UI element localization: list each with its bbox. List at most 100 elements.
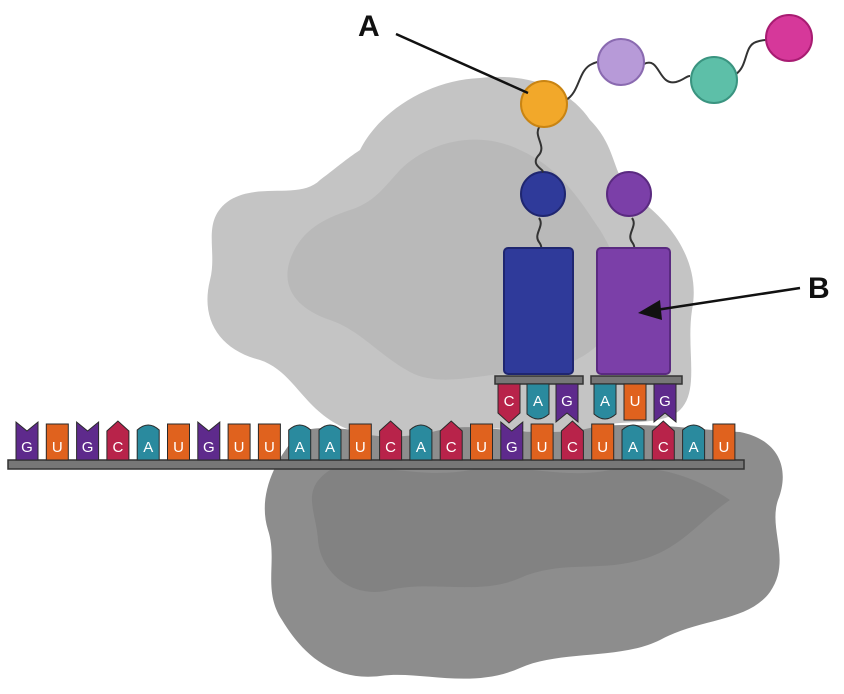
mrna-nucleotide-letter: G <box>506 439 518 456</box>
mrna-nucleotide-letter: A <box>628 439 638 456</box>
anticodon-nucleotide-letter: C <box>504 393 515 410</box>
mrna-nucleotide: U <box>348 423 372 461</box>
mrna-nucleotide-shape <box>76 420 100 461</box>
trna-right-anticodon-bar <box>590 375 683 385</box>
mrna-nucleotide: C <box>651 420 675 461</box>
amino-acid-left <box>520 171 566 217</box>
mrna-nucleotide: U <box>257 423 281 461</box>
mrna-nucleotide: G <box>500 420 524 461</box>
amino-acid-orange <box>520 80 568 128</box>
mrna-nucleotide-letter: C <box>446 439 457 456</box>
label-b-pointer <box>655 286 801 312</box>
amino-acid-teal <box>690 56 738 104</box>
mrna-nucleotide-shape <box>621 424 645 461</box>
anticodon-nucleotide-shape <box>623 383 647 421</box>
mrna-nucleotide-letter: U <box>718 439 729 456</box>
label-a-pointer <box>395 32 529 95</box>
mrna-nucleotide-shape <box>15 420 39 461</box>
mrna-nucleotide-shape <box>439 420 463 461</box>
mrna-backbone <box>7 459 745 470</box>
mrna-nucleotide-letter: A <box>416 439 426 456</box>
anticodon-nucleotide-shape <box>593 383 617 420</box>
peptide-linker-lavender-to-teal <box>643 61 691 84</box>
mrna-nucleotide-letter: U <box>52 439 63 456</box>
mrna-nucleotide-letter: C <box>658 439 669 456</box>
mrna-nucleotide-shape <box>560 420 584 461</box>
mrna-nucleotide-shape <box>470 423 493 461</box>
mrna-nucleotide-shape <box>500 420 524 461</box>
mrna-nucleotide: A <box>682 424 706 461</box>
mrna-nucleotide: C <box>560 420 584 461</box>
anticodon-nucleotide-letter: G <box>561 393 573 410</box>
mrna-nucleotide-shape <box>197 420 221 461</box>
mrna-nucleotide-letter: G <box>203 439 215 456</box>
anticodon-nucleotide: C <box>497 383 521 424</box>
mrna-nucleotide-letter: U <box>476 439 487 456</box>
mrna-nucleotide: U <box>530 423 554 461</box>
mrna-nucleotide: U <box>591 423 615 461</box>
mrna-nucleotide-shape <box>712 423 736 461</box>
trna-left-anticodon-bar <box>494 375 584 385</box>
mrna-nucleotide: A <box>409 424 433 461</box>
mrna-nucleotide: A <box>318 424 342 461</box>
mrna-nucleotide-letter: C <box>112 439 123 456</box>
mrna-nucleotide-shape <box>227 423 251 461</box>
label-b-arrowhead <box>638 300 662 320</box>
label-b: B <box>808 272 830 305</box>
anticodon-nucleotide: U <box>623 383 647 421</box>
label-a: A <box>358 10 380 43</box>
mrna-nucleotide-shape <box>379 420 403 461</box>
mrna-nucleotide: C <box>106 420 130 461</box>
peptide-linker-teal-to-magenta <box>735 39 767 75</box>
mrna-nucleotide-letter: U <box>597 439 608 456</box>
mrna-nucleotide-shape <box>45 423 69 461</box>
mrna-nucleotide-letter: C <box>567 439 578 456</box>
mrna-nucleotide: G <box>15 420 39 461</box>
mrna-nucleotide-letter: U <box>173 439 184 456</box>
mrna-nucleotide: U <box>227 423 251 461</box>
mrna-nucleotide: A <box>621 424 645 461</box>
anticodon-nucleotide-shape <box>653 383 677 424</box>
mrna-nucleotide-letter: U <box>264 439 275 456</box>
mrna-nucleotide: A <box>136 424 160 461</box>
small-subunit-texture <box>311 467 730 592</box>
mrna-nucleotide: U <box>470 423 493 461</box>
mrna-nucleotide-letter: A <box>689 439 699 456</box>
mrna-nucleotide: U <box>712 423 736 461</box>
anticodon-nucleotide-letter: G <box>659 393 671 410</box>
mrna-nucleotide-shape <box>348 423 372 461</box>
anticodon-nucleotide-letter: A <box>600 393 610 410</box>
mrna-nucleotide: G <box>76 420 100 461</box>
anticodon-nucleotide: G <box>555 383 579 424</box>
trna-right-body <box>596 247 671 375</box>
mrna-nucleotide: C <box>439 420 463 461</box>
anticodon-nucleotide-shape <box>555 383 579 424</box>
mrna-nucleotide-shape <box>651 420 675 461</box>
mrna-nucleotide-letter: A <box>295 439 305 456</box>
anticodon-nucleotide-letter: A <box>533 393 543 410</box>
mrna-nucleotide-shape <box>106 420 130 461</box>
anticodon-nucleotide-shape <box>526 383 550 420</box>
mrna-nucleotide-letter: G <box>21 439 33 456</box>
mrna-nucleotide-letter: G <box>82 439 94 456</box>
anticodon-nucleotide-shape <box>497 383 521 424</box>
peptide-linker-orange-to-left <box>534 125 544 173</box>
mrna-nucleotide-shape <box>136 424 160 461</box>
mrna-nucleotide-letter: A <box>325 439 335 456</box>
mrna-nucleotide-shape <box>591 423 615 461</box>
mrna-nucleotide: A <box>288 424 312 461</box>
mrna-nucleotide: U <box>167 423 190 461</box>
mrna-nucleotide-shape <box>288 424 312 461</box>
mrna-nucleotide-shape <box>167 423 190 461</box>
anticodon-nucleotide: G <box>653 383 677 424</box>
mrna-nucleotide-shape <box>318 424 342 461</box>
mrna-nucleotide-shape <box>257 423 281 461</box>
trna-left-body <box>503 247 574 375</box>
mrna-nucleotide-letter: U <box>355 439 366 456</box>
anticodon-nucleotide-letter: U <box>630 393 641 410</box>
